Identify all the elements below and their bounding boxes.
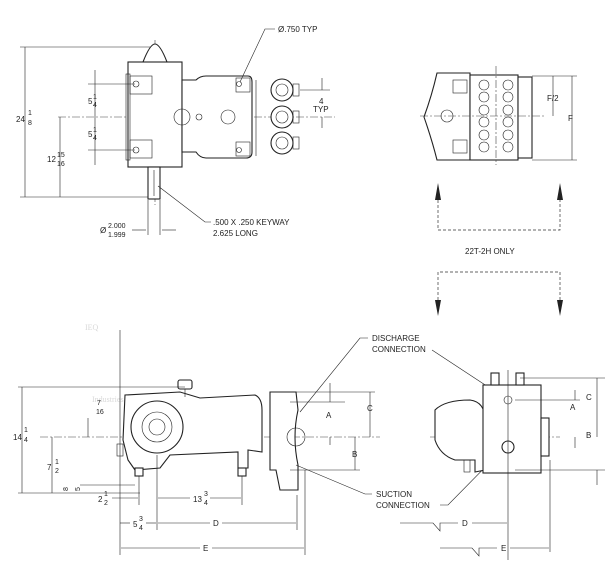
- bolt-icon: [502, 91, 514, 103]
- watermark-subtitle: Industries: [92, 395, 124, 404]
- spacing-value: 4: [319, 97, 324, 106]
- arrow-up-icon: [435, 183, 563, 200]
- manifold-block: [482, 384, 542, 474]
- dim-a: A: [326, 411, 332, 420]
- dim-foot-offset: 2 1 2: [98, 491, 108, 507]
- dim-num: 7: [97, 400, 101, 407]
- dim-whole: 7: [47, 463, 52, 472]
- dim-den: 2: [104, 500, 108, 507]
- dim-side-overall-height: 14 1 4: [13, 427, 28, 444]
- top-view: 24 1 8 5 1 4 5 1 4 12 15 16 Ø.750 TYP 4 …: [16, 25, 335, 239]
- dim-num: 1: [93, 127, 97, 134]
- fluid-cylinder: [269, 391, 299, 491]
- dim-num: 15: [57, 152, 65, 159]
- dim-foot-spacing: 13 3 4: [193, 491, 208, 507]
- dim-den: 4: [93, 135, 97, 142]
- shaft-dia-min: 1.999: [108, 232, 126, 239]
- dim-whole: 5: [88, 97, 93, 106]
- bolt-pattern: [478, 79, 514, 153]
- dim-den: 16: [57, 161, 65, 168]
- dim-den: 4: [204, 500, 208, 507]
- dim-e: E: [203, 544, 208, 553]
- watermark-logo-text: IEQ: [85, 323, 99, 332]
- keyway-callout: .500 X .250 KEYWAY: [213, 218, 290, 227]
- bolt-icon: [502, 79, 514, 91]
- hole-callout: Ø.750 TYP: [278, 25, 317, 34]
- dim-den: 4: [93, 102, 97, 109]
- side-view: 14 1 4 7 16 7 1 2 5 8 2 1 2 13: [13, 330, 380, 555]
- dim-c: C: [367, 404, 373, 413]
- dim-den: 4: [24, 437, 28, 444]
- dim-num: 3: [139, 516, 143, 523]
- dim-shaft-offset: 5 3 4: [133, 516, 143, 532]
- suction-label: SUCTION: [376, 490, 412, 499]
- bolt-icon: [502, 129, 514, 141]
- dim-whole: 14: [13, 433, 22, 442]
- dim-whole: 12: [47, 155, 56, 164]
- keyway-length: 2.625 LONG: [213, 229, 258, 238]
- dim-den: 8: [63, 487, 70, 491]
- dim-b: B: [352, 450, 357, 459]
- bolt-icon: [502, 104, 514, 116]
- bolt-icon: [502, 116, 514, 128]
- dim-f: F: [568, 114, 573, 123]
- dim-den: 4: [139, 525, 143, 532]
- dim-den: 16: [96, 409, 104, 416]
- dim-whole: 13: [193, 495, 202, 504]
- dim-shaft-height: 7 1 2: [47, 459, 59, 475]
- spacing-typ: TYP: [313, 105, 329, 114]
- bolt-icon: [502, 141, 514, 153]
- bolt-icon: [478, 116, 490, 128]
- discharge-label-2: CONNECTION: [372, 345, 426, 354]
- dim-num: 1: [104, 491, 108, 498]
- model-note: 22T-2H ONLY: [465, 247, 515, 256]
- dim-num: 1: [24, 427, 28, 434]
- dim-whole: 5: [133, 520, 138, 529]
- arrow-down-icon: [435, 300, 563, 316]
- dim-den: 8: [28, 120, 32, 127]
- dim-centerline-height: 12 15 16: [47, 152, 65, 168]
- dim-lower-offset: 5 1 4: [88, 127, 97, 142]
- dim-a-right: A: [570, 403, 576, 412]
- suction-label-2: CONNECTION: [376, 501, 430, 510]
- dim-foot-height: 5 8: [63, 487, 82, 491]
- dim-num: 1: [93, 94, 97, 101]
- dim-den: 2: [55, 468, 59, 475]
- lifting-eye: [142, 43, 168, 63]
- dim-b-right: B: [586, 431, 591, 440]
- bolt-icon: [478, 141, 490, 153]
- valve-heads: [255, 78, 300, 156]
- breather-cap: [177, 379, 193, 390]
- dim-num: 3: [204, 491, 208, 498]
- watermark-logo: IEQ Industries: [85, 323, 124, 404]
- dim-c-right: C: [586, 393, 592, 402]
- discharge-label: DISCHARGE: [372, 334, 420, 343]
- dim-d-right: D: [462, 519, 468, 528]
- dim-num: 1: [28, 110, 32, 117]
- dim-e-right: E: [501, 544, 506, 553]
- dim-whole: 2: [98, 495, 103, 504]
- dim-top-offset: 7 16: [96, 400, 104, 416]
- dim-f-half: F/2: [547, 94, 559, 103]
- dim-upper-offset: 5 1 4: [88, 94, 97, 109]
- dim-whole: 24: [16, 115, 25, 124]
- bolt-icon: [478, 104, 490, 116]
- bolt-icon: [478, 91, 490, 103]
- power-frame: [127, 61, 183, 168]
- bolt-icon: [478, 129, 490, 141]
- dim-d: D: [213, 519, 219, 528]
- dim-whole: 5: [88, 130, 93, 139]
- bolt-icon: [478, 79, 490, 91]
- fluid-end-plate: [181, 75, 253, 159]
- right-side-view: A B C D E: [400, 370, 605, 560]
- dim-num: 5: [75, 487, 82, 491]
- end-view: F/2 F 22T-2H ONLY: [420, 66, 577, 316]
- dim-overall-height: 24 1 8: [16, 110, 32, 127]
- shaft-dia-max: 2.000: [108, 223, 126, 230]
- shaft-dia-symbol: Ø: [100, 226, 106, 235]
- dim-num: 1: [55, 459, 59, 466]
